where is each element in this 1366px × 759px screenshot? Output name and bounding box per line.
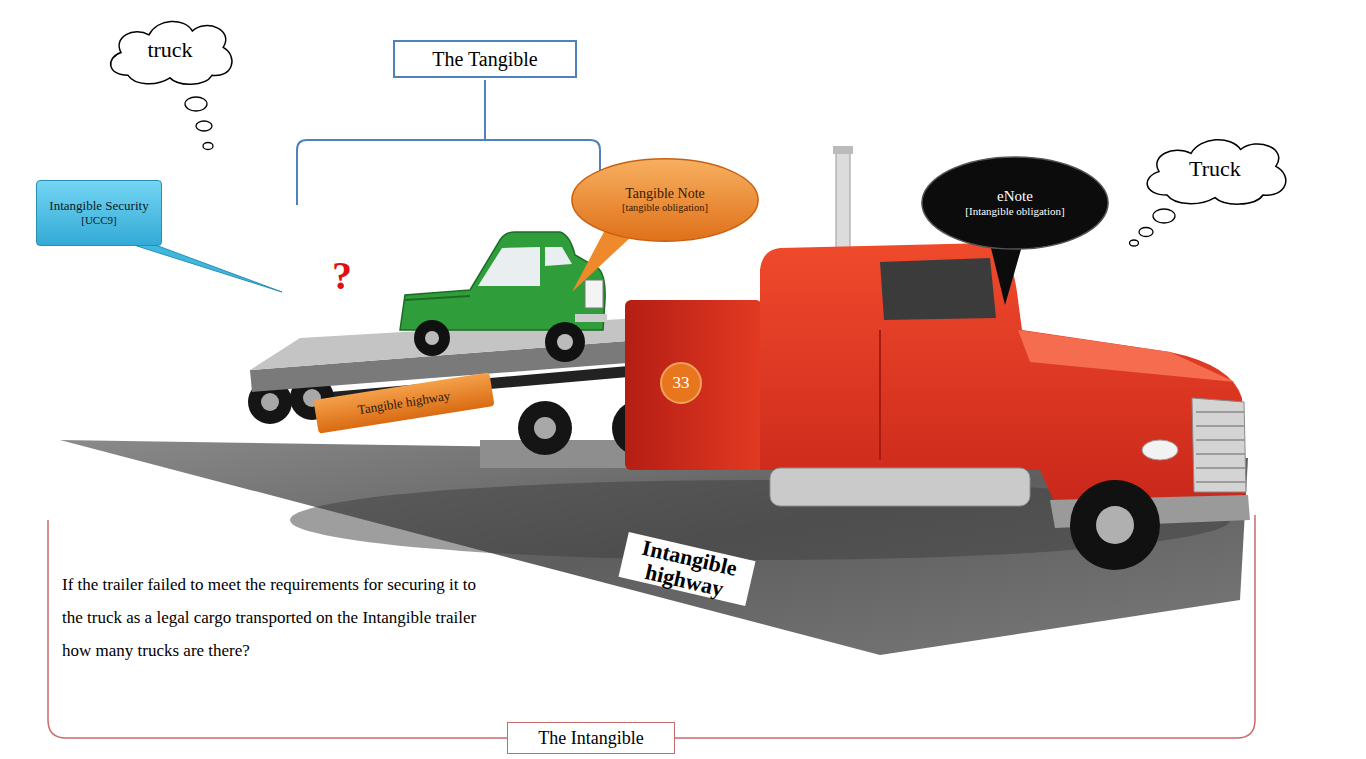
text-area: 33 xyxy=(667,369,694,396)
text-group: Intangible Security[UCC9] xyxy=(49,199,148,227)
thought-bubble xyxy=(185,97,207,111)
node-subtitle: [Intangible obligation] xyxy=(965,205,1064,218)
pickup-grille xyxy=(585,280,603,308)
wheel-hub xyxy=(557,334,573,350)
door-line xyxy=(879,330,881,460)
node-title: The Tangible xyxy=(432,48,537,71)
tangible-bracket xyxy=(297,80,600,205)
callout-box: Intangible Security[UCC9] xyxy=(36,180,162,246)
text-group: 33 xyxy=(673,373,690,393)
thought-bubble xyxy=(1130,240,1139,246)
text-area: Truck xyxy=(1165,146,1264,191)
text-group: The Intangible xyxy=(538,728,643,749)
text-area: The Intangible xyxy=(512,725,670,751)
text-group: The Tangible xyxy=(432,48,537,71)
ellipse-shape xyxy=(922,157,1108,249)
pickup-windshield xyxy=(545,247,572,266)
callout-tail xyxy=(118,240,282,292)
callout-ellipse: eNote[Intangible obligation] xyxy=(920,156,1110,250)
thought-bubble xyxy=(203,143,213,150)
thought-bubble xyxy=(1153,209,1175,223)
cloud-shape xyxy=(1147,140,1286,204)
hood-highlight xyxy=(1018,330,1235,382)
node-subtitle: [UCC9] xyxy=(49,214,148,227)
node-title: The Intangible xyxy=(538,728,643,749)
wheel xyxy=(1070,480,1160,570)
thought-bubble xyxy=(1139,228,1153,237)
text-area: eNote[Intangible obligation] xyxy=(949,170,1082,236)
grille-bars xyxy=(1196,412,1245,482)
pickup-bed-rail xyxy=(405,296,470,300)
wheel xyxy=(414,320,450,356)
text-group: Tangible highway xyxy=(357,388,452,417)
text-area: truck xyxy=(127,28,214,72)
node-title: Truck xyxy=(1189,156,1241,181)
thought-cloud: Truck xyxy=(1135,130,1295,208)
wheel xyxy=(545,322,585,362)
node-title: Tangible Note xyxy=(622,186,708,202)
wheel-hub xyxy=(534,417,556,439)
question-text: If the trailer failed to meet the requir… xyxy=(62,568,487,667)
grille xyxy=(1192,398,1246,492)
truck-cab xyxy=(760,243,1246,515)
node-title: Tangible highway xyxy=(357,388,452,417)
callout-tail xyxy=(572,228,632,292)
wheel xyxy=(518,401,572,455)
callout-ellipse: Tangible Note[tangible obligation] xyxy=(570,158,760,242)
pickup-window xyxy=(478,247,540,286)
label-box: The Intangible xyxy=(507,722,675,754)
thought-bubble xyxy=(196,121,212,131)
wheel-hub xyxy=(1096,506,1134,544)
label-box: The Tangible xyxy=(393,40,577,78)
text-area: The Tangible xyxy=(399,44,571,74)
node-title: eNote xyxy=(965,188,1064,205)
question-mark: ? xyxy=(322,252,362,299)
thought-cloud: truck xyxy=(100,12,240,88)
fuel-tank xyxy=(770,468,1030,506)
pickup-body xyxy=(400,232,605,330)
node-subtitle: [tangible obligation] xyxy=(622,202,708,214)
node-title: truck xyxy=(147,37,192,62)
wheel-hub xyxy=(425,331,439,345)
node-title: 33 xyxy=(673,373,690,393)
text-area: Tangible Note[tangible obligation] xyxy=(599,171,732,230)
truck-sleeper xyxy=(625,300,762,470)
text-group: Truck xyxy=(1189,156,1241,181)
callout-number: 33 xyxy=(660,362,702,404)
text-group: truck xyxy=(147,37,192,62)
wheel-hub xyxy=(261,393,279,411)
text-area: Intangible Security[UCC9] xyxy=(41,183,157,243)
text-group: eNote[Intangible obligation] xyxy=(965,188,1064,218)
cloud-shape xyxy=(111,21,232,84)
headlight xyxy=(1142,440,1178,460)
node-title: Intangible Security xyxy=(49,199,148,214)
pickup-bumper xyxy=(575,314,607,322)
intangible-bracket xyxy=(48,515,1255,738)
callout-tail xyxy=(990,244,1022,305)
cab-window xyxy=(880,258,996,320)
text-group: Tangible Note[tangible obligation] xyxy=(622,186,708,214)
exhaust-cap xyxy=(833,146,853,154)
ellipse-shape xyxy=(572,159,758,241)
